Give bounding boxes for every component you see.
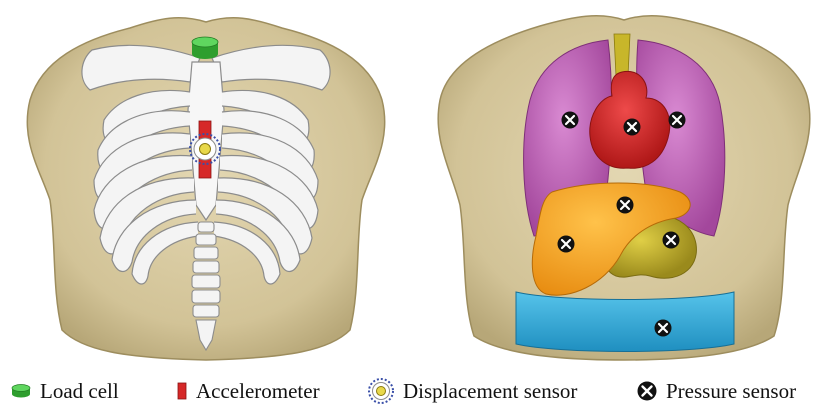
accelerometer-lower	[199, 158, 211, 178]
legend-label-pressure-sensor: Pressure sensor	[666, 379, 796, 404]
trachea	[614, 34, 630, 76]
legend: Load cell Accelerometer Displacement sen…	[0, 370, 836, 410]
legend-item-displacement-sensor: Displacement sensor	[367, 378, 577, 404]
torso-sensor-diagram	[0, 0, 836, 370]
pressure-sensor-stomach	[663, 232, 680, 249]
legend-item-load-cell: Load cell	[10, 378, 119, 404]
legend-label-accelerometer: Accelerometer	[196, 379, 320, 404]
legend-item-accelerometer: Accelerometer	[176, 378, 320, 404]
legend-label-load-cell: Load cell	[40, 379, 119, 404]
pressure-sensor-liver-left	[558, 236, 575, 253]
displacement-sensor-icon	[367, 377, 395, 405]
load-cell-icon	[10, 383, 32, 399]
pressure-sensor-heart	[624, 119, 641, 136]
pressure-sensor-right-lung	[669, 112, 686, 129]
pressure-sensor-left-lung	[562, 112, 579, 129]
pressure-sensor-liver-upper	[617, 197, 634, 214]
legend-label-displacement-sensor: Displacement sensor	[403, 379, 577, 404]
accelerometer-icon	[176, 382, 188, 400]
pressure-sensor-belt	[655, 320, 672, 337]
legend-item-pressure-sensor: Pressure sensor	[636, 378, 796, 404]
load-cell-sensor	[192, 37, 218, 59]
pressure-sensor-icon	[636, 380, 658, 402]
left-torso	[27, 18, 384, 360]
abdominal-belt	[516, 292, 734, 352]
right-torso	[438, 16, 810, 360]
